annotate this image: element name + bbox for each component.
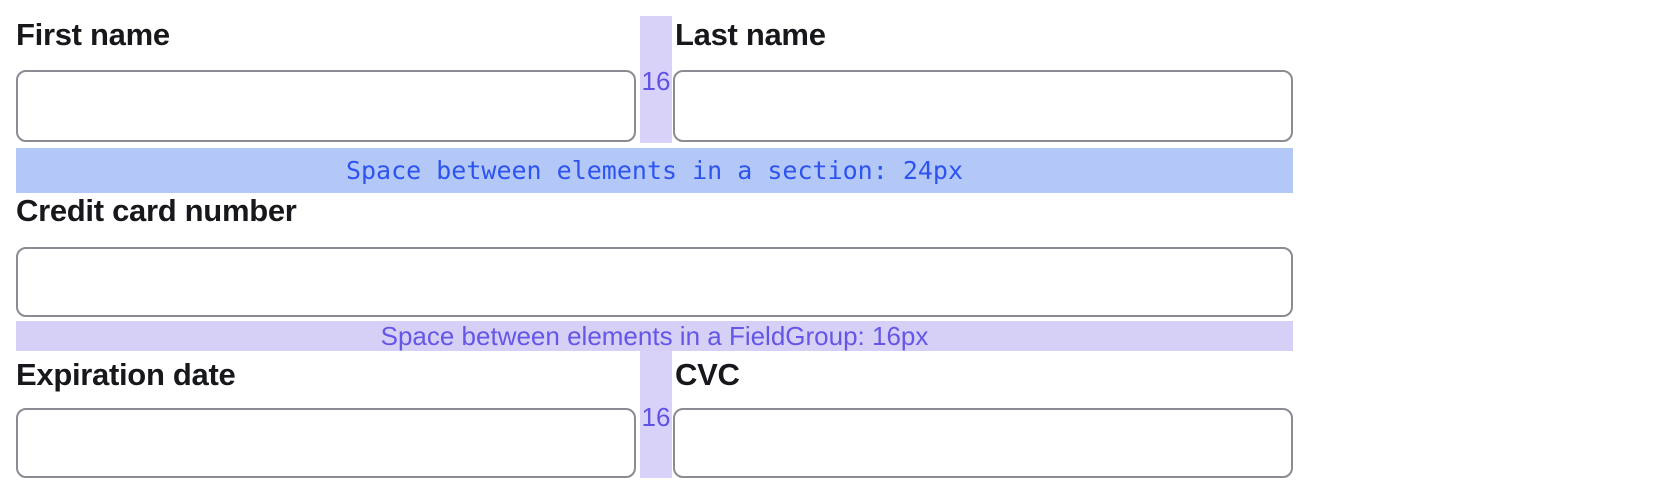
fieldgroup-gap-label: Space between elements in a FieldGroup: … — [380, 321, 929, 351]
expiration-date-label: Expiration date — [16, 357, 236, 392]
credit-card-number-label: Credit card number — [16, 193, 297, 228]
column-gap-band-top — [640, 16, 672, 143]
section-gap-band: Space between elements in a section: 24p… — [16, 148, 1293, 193]
first-name-label: First name — [16, 17, 170, 52]
column-gap-band-bottom — [640, 351, 672, 478]
cvc-input[interactable] — [673, 408, 1293, 478]
last-name-input[interactable] — [673, 70, 1293, 142]
column-gap-value-bottom: 16 — [641, 402, 671, 432]
cvc-label: CVC — [675, 357, 740, 392]
expiration-date-input[interactable] — [16, 408, 636, 478]
column-gap-value-top: 16 — [641, 66, 671, 96]
section-gap-label: Space between elements in a section: 24p… — [345, 156, 964, 185]
last-name-label: Last name — [675, 17, 826, 52]
fieldgroup-gap-band: Space between elements in a FieldGroup: … — [16, 321, 1293, 351]
credit-card-number-input[interactable] — [16, 247, 1293, 317]
first-name-input[interactable] — [16, 70, 636, 142]
